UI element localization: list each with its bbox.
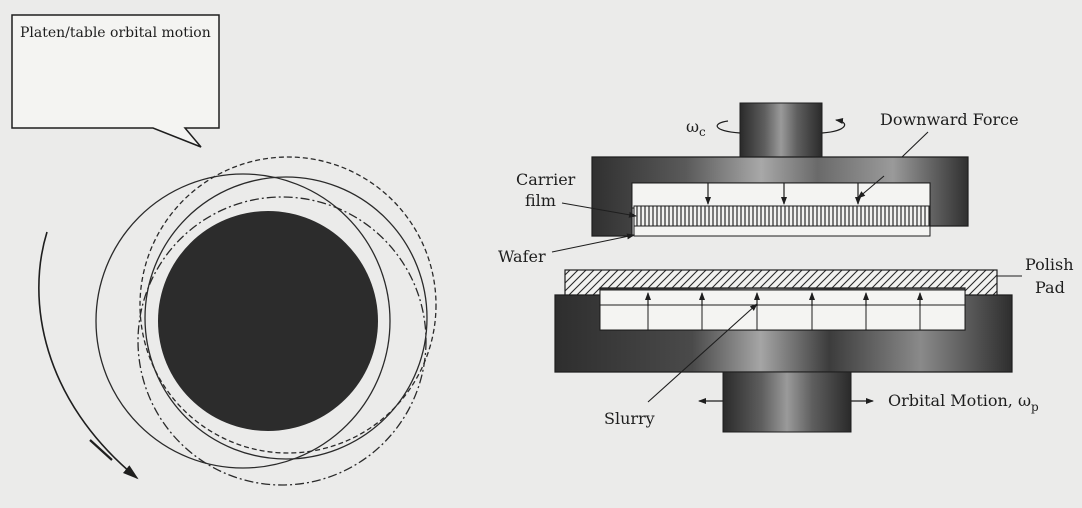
rotation-arc-left: [716, 120, 741, 134]
omega-c-label: ωc: [686, 117, 706, 139]
orbital-motion-label: Orbital Motion, ωp: [888, 391, 1039, 414]
downward-force-leader-2: [857, 175, 885, 199]
carrier-label: Carrier: [516, 170, 576, 189]
carrier-backing: [633, 205, 931, 227]
orbit-circle-1: [95, 173, 391, 469]
rotation-arc-right: [821, 118, 846, 134]
orbit-circle-4: [137, 196, 427, 486]
platen-spindle: [722, 371, 852, 433]
slurry-leader: [647, 303, 758, 403]
orbit-paths: [95, 156, 437, 486]
carrier-spindle: [739, 102, 823, 158]
slurry-channel: [599, 289, 966, 331]
orbit-circle-2: [144, 176, 428, 460]
wafer-layer: [633, 225, 931, 237]
pad-label: Pad: [1035, 278, 1065, 297]
wafer-label: Wafer: [498, 247, 546, 266]
callout-bubble: [11, 14, 220, 148]
rotation-arrow: [38, 231, 139, 480]
speech-callout: Platen/table orbital motion: [11, 14, 220, 148]
leader-lines: [551, 131, 1022, 403]
wafer-leader: [551, 233, 635, 253]
film-leader: [561, 202, 637, 218]
film-label: film: [525, 191, 556, 210]
callout-text: Platen/table orbital motion: [20, 25, 211, 41]
wafer-disc: [158, 211, 378, 431]
downward-force-leader: [901, 131, 929, 158]
downward-force-label: Downward Force: [880, 110, 1019, 129]
carrier-film: [631, 182, 931, 209]
polish-label: Polish: [1025, 255, 1074, 274]
orbit-circle-3: [139, 156, 437, 454]
slurry-label: Slurry: [604, 409, 655, 428]
